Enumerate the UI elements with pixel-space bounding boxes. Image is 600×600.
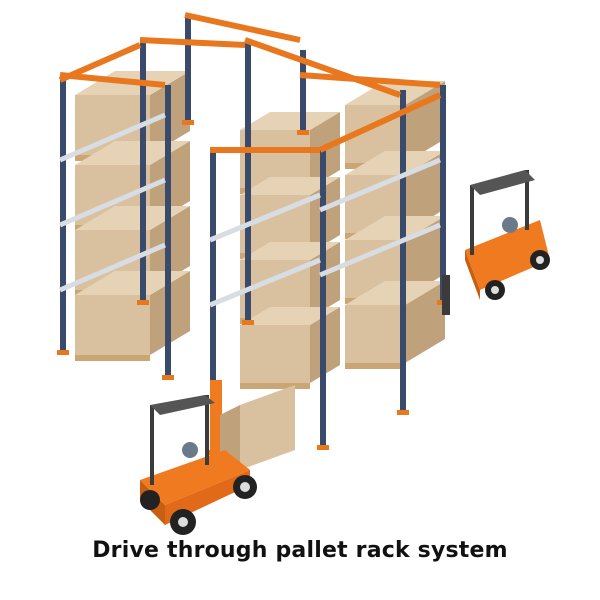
box-top [240, 307, 340, 325]
rack-rail [59, 177, 166, 228]
rack-upright [300, 50, 306, 130]
rack-upright [140, 40, 146, 300]
rack-upright [60, 75, 66, 350]
box-side [405, 281, 445, 363]
box-top [345, 216, 445, 240]
box-face [240, 195, 310, 253]
box-face [240, 260, 310, 318]
rack-beam [243, 37, 402, 98]
box-side [405, 81, 445, 163]
box-face [75, 95, 150, 155]
box-top [75, 206, 190, 230]
box-top [240, 177, 340, 195]
rack-beam [299, 72, 441, 88]
rack-frames [57, 12, 449, 455]
forklift-rear [442, 170, 550, 315]
rack-foot [397, 410, 409, 415]
box-face [75, 295, 150, 355]
rack-foot [137, 300, 149, 305]
rack-upright [320, 150, 326, 445]
rack-upright [185, 15, 191, 120]
rack-rail [59, 112, 166, 163]
box-top [345, 151, 445, 175]
box-face [345, 305, 405, 363]
box-top [75, 271, 190, 295]
box-top [345, 281, 445, 305]
pallet [75, 355, 150, 361]
rack-foot [297, 130, 309, 135]
box-face [240, 325, 310, 383]
rack-upright [400, 90, 406, 410]
pallet [345, 363, 405, 369]
box-top [240, 242, 340, 260]
rack-rail [209, 257, 321, 308]
rack-beam [184, 12, 301, 43]
rack-foot [317, 445, 329, 450]
rack-rail [319, 222, 441, 278]
forklift-front [140, 380, 295, 535]
pallet [240, 383, 310, 389]
rack-beam [58, 42, 142, 83]
rack-upright [210, 150, 216, 450]
box-top [75, 141, 190, 165]
caption: Drive through pallet rack system [92, 538, 508, 563]
rack-upright [165, 85, 171, 375]
rack-rail [319, 157, 441, 213]
rack-foot [57, 350, 69, 355]
rack-upright [440, 85, 446, 300]
rack-rail [209, 192, 321, 243]
rack-beam [59, 72, 166, 88]
rack-beam [318, 92, 442, 153]
box-face [240, 130, 310, 188]
rack-beam [139, 37, 246, 48]
box-top [240, 112, 340, 130]
rack-foot [242, 320, 254, 325]
rack-foot [182, 120, 194, 125]
rack-upright [245, 40, 251, 320]
rack-rail [59, 242, 166, 293]
rack-foot [162, 375, 174, 380]
